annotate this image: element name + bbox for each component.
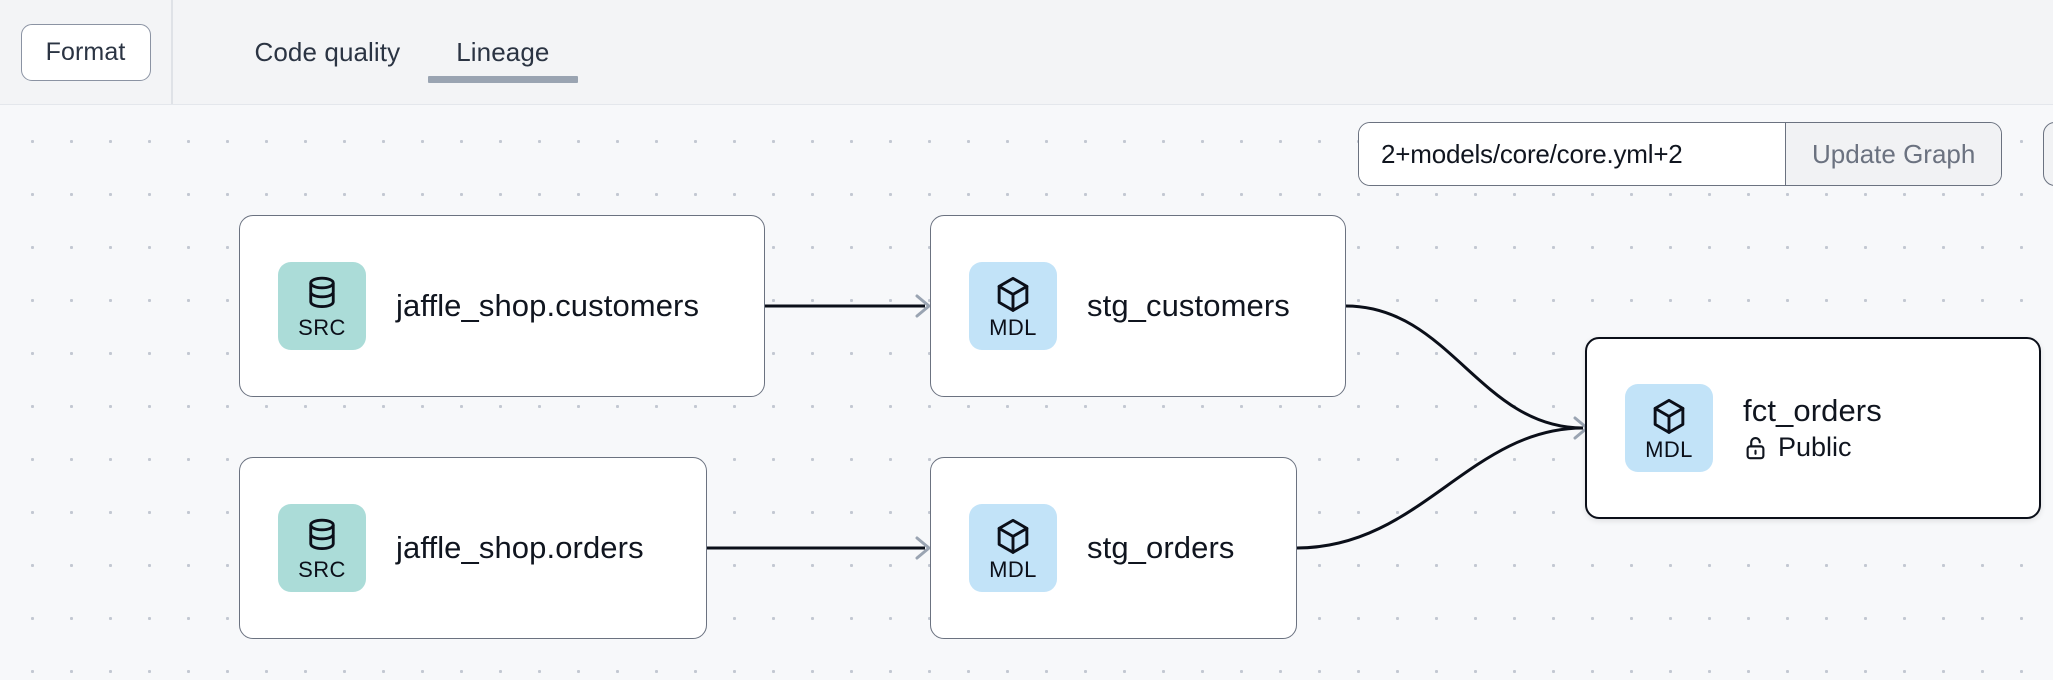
node-title: jaffle_shop.customers [396, 288, 700, 324]
node-badge-label: SRC [298, 314, 346, 340]
tab-lineage-label: Lineage [456, 36, 550, 67]
graph-control-overflow-1[interactable] [2043, 122, 2053, 186]
node-body: stg_orders [1087, 530, 1234, 566]
node-title: stg_orders [1087, 530, 1235, 566]
toolbar-divider [171, 0, 173, 104]
edge-arrowhead [915, 294, 931, 318]
format-button[interactable]: Format [20, 23, 151, 81]
node-badge-label: SRC [298, 556, 346, 582]
node-title: fct_orders [1743, 392, 1882, 428]
update-graph-button[interactable]: Update Graph [1785, 123, 2002, 185]
tab-code-quality[interactable]: Code quality [227, 0, 429, 104]
node-body: stg_customers [1087, 288, 1290, 324]
graph-selector-input[interactable] [1359, 123, 1785, 185]
cube-icon [1650, 396, 1688, 438]
tab-active-indicator [428, 76, 578, 83]
node-visibility: Public [1743, 432, 1882, 463]
tab-bar: Code quality Lineage [173, 0, 578, 104]
node-body: jaffle_shop.orders [396, 530, 644, 566]
node-badge-mdl: MDL [969, 262, 1057, 350]
lineage-node-stg-orders[interactable]: MDL stg_orders [930, 457, 1297, 639]
lineage-node-fct-orders[interactable]: MDL fct_orders Public [1585, 337, 2041, 519]
node-badge-src: SRC [278, 504, 366, 592]
edge-stg-customers-to-fct-orders [1345, 304, 1584, 430]
top-toolbar: Format Code quality Lineage [0, 0, 2053, 104]
tab-lineage[interactable]: Lineage [428, 0, 578, 104]
edge-arrowhead [915, 536, 931, 560]
format-button-zone: Format [0, 0, 171, 104]
graph-selector-group: Update Graph [1358, 122, 2003, 186]
cube-icon [994, 274, 1032, 316]
database-icon [304, 516, 340, 558]
lineage-canvas[interactable]: SRC jaffle_shop.customers MDL stg_custo [0, 104, 2053, 680]
node-body: jaffle_shop.customers [396, 288, 699, 324]
lineage-node-jaffle-shop-orders[interactable]: SRC jaffle_shop.orders [239, 457, 707, 639]
node-title: stg_customers [1087, 288, 1290, 324]
node-badge-label: MDL [989, 314, 1037, 340]
node-badge-mdl: MDL [969, 504, 1057, 592]
edge-stg-orders-to-fct-orders [1296, 426, 1584, 550]
tab-code-quality-label: Code quality [254, 36, 401, 67]
cube-icon [994, 516, 1032, 558]
node-body: fct_orders Public [1743, 393, 1882, 464]
node-badge-mdl: MDL [1625, 384, 1713, 472]
unlock-icon [1743, 434, 1768, 461]
database-icon [304, 274, 340, 316]
node-badge-src: SRC [278, 262, 366, 350]
node-visibility-label: Public [1778, 432, 1852, 463]
lineage-node-stg-customers[interactable]: MDL stg_customers [930, 215, 1346, 397]
lineage-node-jaffle-shop-customers[interactable]: SRC jaffle_shop.customers [239, 215, 765, 397]
node-badge-label: MDL [989, 556, 1037, 582]
node-badge-label: MDL [1645, 436, 1693, 462]
node-title: jaffle_shop.orders [396, 530, 644, 566]
